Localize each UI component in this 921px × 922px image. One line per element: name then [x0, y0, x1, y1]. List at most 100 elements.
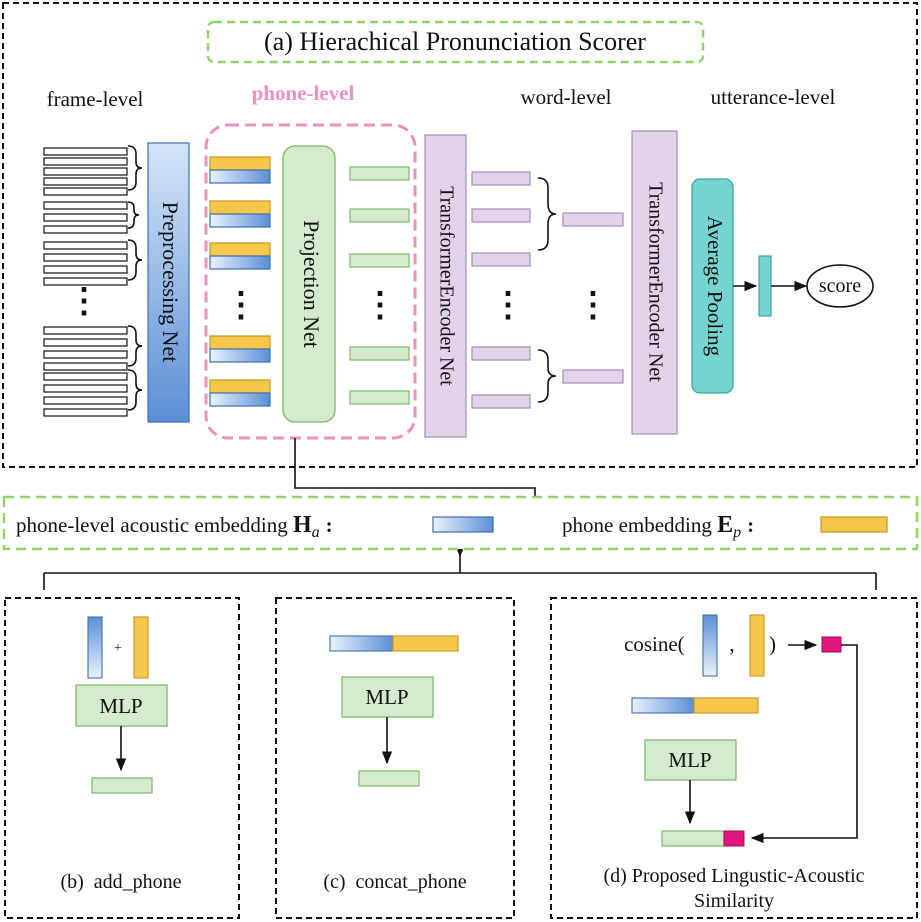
acoustic-embedding	[209, 348, 271, 363]
d-similarity-score	[821, 636, 842, 653]
preprocessing-net-block	[147, 142, 190, 423]
b-mlp-label: MLP	[99, 694, 142, 718]
panel-d-frame	[550, 597, 918, 919]
frame-ellipsis: ⋮	[67, 283, 101, 320]
brace-word-1	[537, 177, 557, 251]
acoustic-embedding	[209, 169, 271, 184]
frame-bar	[43, 147, 128, 156]
c-caption: (c) concat_phone	[323, 871, 466, 893]
brace-frame-4	[127, 325, 143, 367]
phone-embedding	[209, 156, 271, 171]
frame-bar	[43, 265, 128, 274]
b-output-vector	[91, 777, 153, 794]
word-ellipsis: ⋮	[576, 287, 610, 324]
label-utterance-level: utterance-level	[711, 85, 836, 109]
c-phone-segment	[392, 635, 459, 652]
projected-vector	[349, 166, 410, 181]
frame-bar	[43, 187, 128, 196]
frame-bar	[43, 225, 128, 234]
phone-acoustic-pairs	[209, 156, 271, 407]
encoded-ellipsis: ⋮	[491, 287, 525, 324]
d-phone-vector	[749, 614, 765, 677]
frame-bar	[43, 241, 128, 250]
word-vector	[562, 369, 624, 384]
frame-bar	[43, 157, 128, 166]
frame-bar	[43, 384, 128, 393]
acoustic-embedding	[209, 213, 271, 228]
acoustic-embedding	[209, 392, 271, 407]
diagram-title: (a) Hierachical Pronunciation Scorer	[264, 27, 646, 56]
projected-ellipsis: ⋮	[363, 287, 397, 324]
variant-bracket	[43, 556, 877, 590]
word-vector	[562, 212, 624, 227]
panel-c-frame	[275, 597, 515, 919]
frame-bar	[43, 253, 128, 262]
encoder-utterance-label: TransformerEncoder Net	[644, 182, 666, 382]
b-caption: (b) add_phone	[60, 871, 181, 893]
d-phone-segment	[693, 697, 759, 714]
label-word-level: word-level	[521, 85, 612, 109]
d-similarity-route	[750, 644, 858, 844]
d-comma: ,	[729, 632, 734, 656]
frame-bar	[43, 177, 128, 186]
projected-vector	[349, 253, 410, 268]
score-label: score	[819, 275, 861, 297]
projection-net-block	[282, 145, 336, 423]
phone-embedding	[209, 335, 271, 350]
b-plus-sign: +	[114, 641, 122, 656]
encoded-vector	[471, 346, 531, 361]
panel-b-frame	[4, 597, 240, 919]
c-mlp-block	[341, 676, 434, 718]
legend-acoustic: phone-level acoustic embedding Ha:	[16, 512, 333, 541]
frame-braces	[127, 145, 143, 411]
frame-bar	[43, 326, 128, 335]
frame-bar	[43, 167, 128, 176]
label-frame-level: frame-level	[47, 87, 144, 111]
encoded-vector	[471, 208, 531, 223]
frame-bar	[43, 350, 128, 359]
encoded-vector	[471, 394, 531, 409]
b-mlp-block	[75, 684, 168, 727]
d-mlp-label: MLP	[668, 748, 711, 772]
frame-bar	[43, 408, 128, 417]
label-phone-level: phone-level	[252, 81, 355, 105]
projected-vector	[349, 346, 410, 361]
projected-vector	[349, 208, 410, 223]
encoded-vector	[471, 171, 531, 186]
encoded-phone-vectors	[471, 171, 531, 409]
d-acoustic-vector	[702, 614, 718, 677]
brace-frame-5	[127, 369, 143, 411]
brace-word-2	[537, 349, 557, 403]
frame-features	[43, 147, 128, 417]
legend-phone: phone embedding Ep:	[562, 512, 754, 541]
score-ellipse	[806, 264, 874, 308]
phone-embedding	[209, 200, 271, 215]
c-acoustic-segment	[329, 635, 394, 652]
word-braces	[537, 177, 557, 403]
c-output-vector	[358, 770, 420, 787]
legend-phone-swatch	[820, 516, 888, 533]
d-caption-line2: Similarity	[694, 890, 774, 912]
panel-a-frame	[2, 2, 918, 468]
frame-bar	[43, 396, 128, 405]
projected-vector	[349, 390, 410, 405]
encoder-utterance-block	[631, 130, 678, 435]
frame-bar	[43, 277, 128, 286]
brace-frame-1	[127, 145, 143, 191]
utterance-vector	[758, 255, 772, 317]
frame-bar	[43, 213, 128, 222]
projected-phone-vectors	[349, 166, 410, 405]
encoded-vector	[471, 252, 531, 267]
preprocessing-net-label: Preprocessing Net	[158, 202, 183, 363]
phone-embedding	[209, 242, 271, 257]
d-caption-line1: (d) Proposed Lingustic-Acoustic	[603, 865, 864, 887]
d-cosine-close: )	[769, 632, 776, 656]
encoder-word-block	[424, 134, 467, 438]
projection-net-label: Projection Net	[299, 220, 324, 348]
b-acoustic-vector	[87, 616, 103, 679]
brace-frame-3	[127, 239, 143, 281]
d-cosine-open: cosine(	[624, 632, 685, 656]
frame-bar	[43, 338, 128, 347]
frame-bar	[43, 362, 128, 371]
